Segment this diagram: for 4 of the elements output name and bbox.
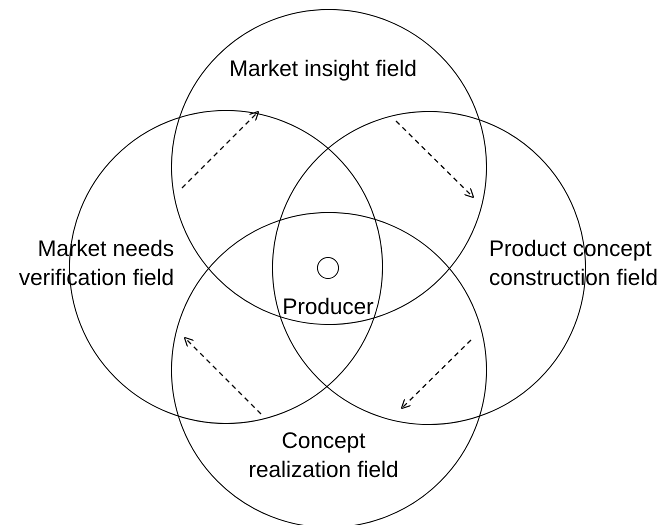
center-label: Producer	[281, 293, 375, 321]
field-label: Market insight field	[228, 55, 418, 83]
field-label: Concept realization field	[247, 427, 400, 484]
center-circle	[317, 257, 339, 279]
